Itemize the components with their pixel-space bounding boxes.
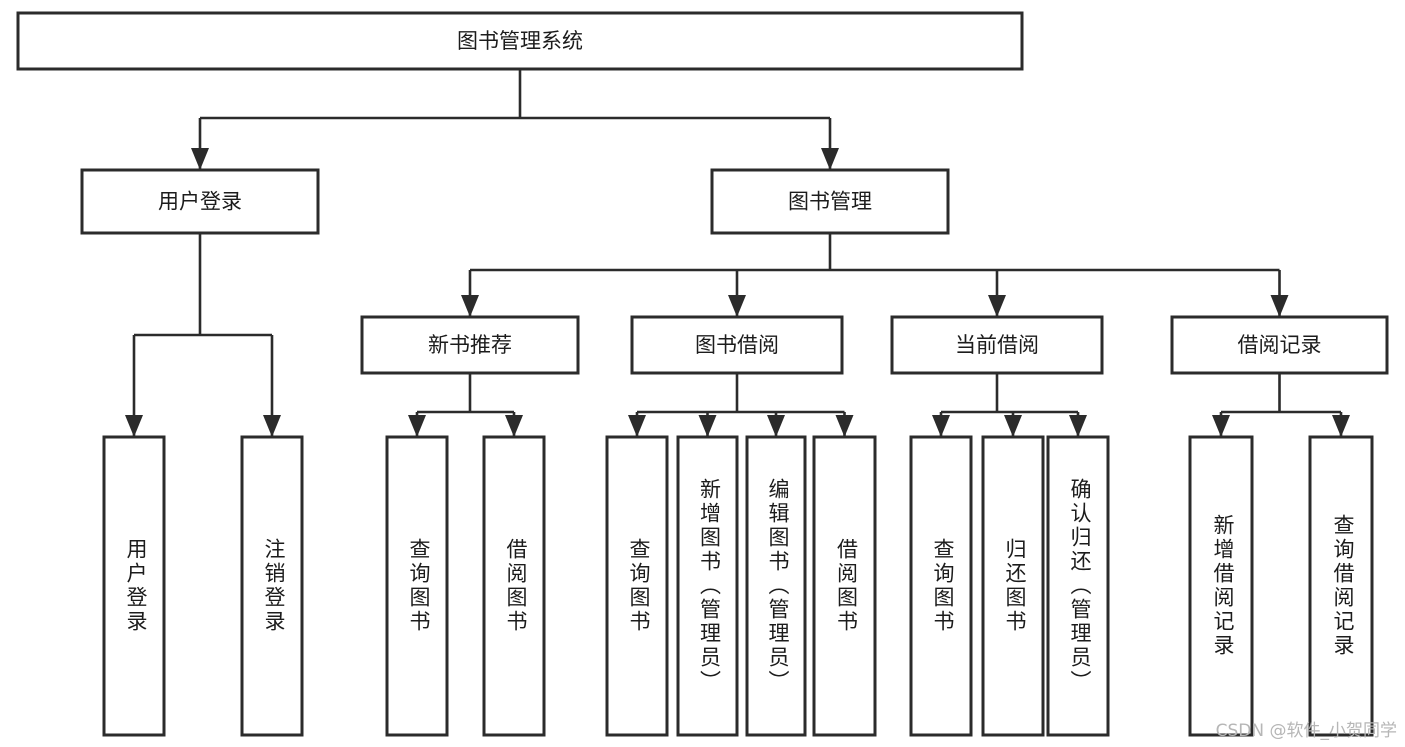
node-label-return-book: 归还图书 [1003, 538, 1027, 634]
node-borrow-record[interactable]: 借阅记录 [1170, 315, 1389, 375]
node-borrow-book-1[interactable]: 借阅图书 [482, 435, 546, 737]
node-query-book-3[interactable]: 查询图书 [909, 435, 973, 737]
node-confirm-return[interactable]: 确认归还（管理员） [1046, 435, 1110, 737]
node-query-book-1[interactable]: 查询图书 [385, 435, 449, 737]
node-box-borrow-book-1 [482, 435, 546, 737]
current-borrow-arrow-icon-1 [1004, 415, 1022, 437]
book-borrow-arrow-icon-2 [767, 415, 785, 437]
node-label-query-book-1: 查询图书 [407, 538, 431, 634]
node-book-borrow[interactable]: 图书借阅 [630, 315, 844, 375]
node-box-user-login-do [102, 435, 166, 737]
node-label-new-book-rec: 新书推荐 [428, 333, 512, 357]
node-box-query-book-2 [605, 435, 669, 737]
csdn-watermark: CSDN @软件_小贺同学 [1215, 721, 1397, 741]
node-label-book-borrow: 图书借阅 [695, 333, 779, 357]
node-label-add-book: 新增图书（管理员） [698, 478, 722, 694]
node-label-query-borrow-record: 查询借阅记录 [1331, 514, 1355, 658]
node-label-user-logout: 注销登录 [262, 538, 286, 634]
node-label-query-book-2: 查询图书 [627, 538, 651, 634]
node-box-query-borrow-record [1308, 435, 1374, 737]
node-box-book-manage [710, 168, 950, 235]
node-label-confirm-return: 确认归还（管理员） [1068, 478, 1092, 694]
node-box-add-borrow-record [1188, 435, 1254, 737]
node-box-confirm-return [1046, 435, 1110, 737]
node-label-borrow-book-2: 借阅图书 [835, 538, 859, 634]
node-box-borrow-record [1170, 315, 1389, 375]
book-borrow-arrow-icon-1 [698, 415, 717, 437]
node-label-add-borrow-record: 新增借阅记录 [1211, 514, 1235, 658]
new-book-rec-arrow-icon-0 [408, 415, 426, 437]
node-current-borrow[interactable]: 当前借阅 [890, 315, 1104, 375]
root-arrow-icon-0 [191, 148, 209, 170]
node-box-new-book-rec [360, 315, 580, 375]
book-manage-arrow-icon-2 [988, 295, 1006, 317]
node-box-return-book [981, 435, 1045, 737]
node-new-book-rec[interactable]: 新书推荐 [360, 315, 580, 375]
node-box-root [16, 11, 1024, 71]
node-user-logout[interactable]: 注销登录 [240, 435, 304, 737]
node-book-manage[interactable]: 图书管理 [710, 168, 950, 235]
user-login-arrow-icon-1 [263, 415, 281, 437]
node-box-user-login [80, 168, 320, 235]
node-box-user-logout [240, 435, 304, 737]
new-book-rec-arrow-icon-1 [505, 415, 523, 437]
node-label-root: 图书管理系统 [457, 29, 583, 53]
root-arrow-icon-1 [821, 148, 839, 170]
book-manage-arrow-icon-3 [1270, 295, 1289, 317]
borrow-record-arrow-icon-0 [1212, 415, 1230, 437]
node-user-login[interactable]: 用户登录 [80, 168, 320, 235]
node-label-book-manage: 图书管理 [788, 190, 872, 214]
user-login-arrow-icon-0 [125, 415, 143, 437]
node-label-current-borrow: 当前借阅 [955, 333, 1039, 357]
node-boxes: 图书管理系统用户登录用户登录注销登录图书管理新书推荐查询图书借阅图书图书借阅查询… [16, 11, 1389, 737]
current-borrow-arrow-icon-2 [1069, 415, 1087, 437]
connector-edges [125, 69, 1350, 437]
node-user-login-do[interactable]: 用户登录 [102, 435, 166, 737]
book-manage-arrow-icon-0 [461, 295, 479, 317]
node-label-query-book-3: 查询图书 [931, 538, 955, 634]
node-add-book[interactable]: 新增图书（管理员） [676, 435, 739, 737]
node-box-query-book-1 [385, 435, 449, 737]
node-label-borrow-book-1: 借阅图书 [504, 538, 528, 634]
book-borrow-arrow-icon-3 [835, 415, 854, 437]
book-manage-arrow-icon-1 [728, 295, 746, 317]
node-label-edit-book: 编辑图书（管理员） [766, 478, 790, 694]
node-borrow-book-2[interactable]: 借阅图书 [812, 435, 877, 737]
book-borrow-arrow-icon-0 [628, 415, 646, 437]
node-query-borrow-record[interactable]: 查询借阅记录 [1308, 435, 1374, 737]
current-borrow-arrow-icon-0 [932, 415, 950, 437]
node-label-borrow-record: 借阅记录 [1238, 333, 1322, 357]
borrow-record-arrow-icon-1 [1332, 415, 1350, 437]
node-label-user-login-do: 用户登录 [124, 538, 148, 634]
node-return-book[interactable]: 归还图书 [981, 435, 1045, 737]
node-query-book-2[interactable]: 查询图书 [605, 435, 669, 737]
node-edit-book[interactable]: 编辑图书（管理员） [745, 435, 807, 737]
node-box-book-borrow [630, 315, 844, 375]
node-box-add-book [676, 435, 739, 737]
node-root[interactable]: 图书管理系统 [16, 11, 1024, 71]
node-box-current-borrow [890, 315, 1104, 375]
node-box-borrow-book-2 [812, 435, 877, 737]
node-label-user-login: 用户登录 [158, 190, 242, 214]
node-box-edit-book [745, 435, 807, 737]
node-box-query-book-3 [909, 435, 973, 737]
node-add-borrow-record[interactable]: 新增借阅记录 [1188, 435, 1254, 737]
